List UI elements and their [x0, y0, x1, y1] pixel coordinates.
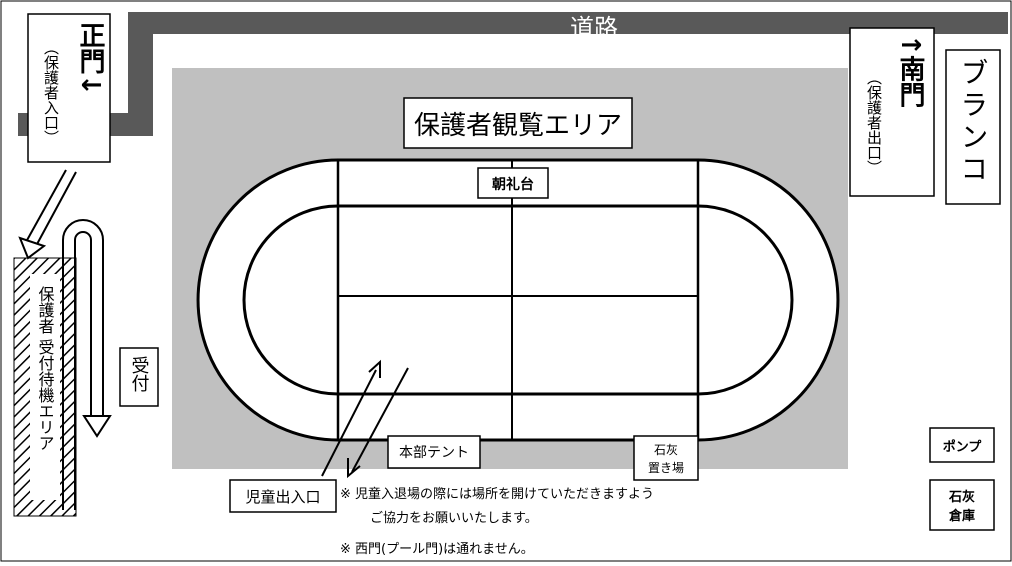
south-gate-title: ↑南門	[895, 34, 925, 108]
lime-shed-box	[929, 479, 995, 531]
lime-shed-label-2: 倉庫	[948, 508, 975, 524]
lime-storage-label-1: 石灰	[654, 443, 678, 457]
main-gate-box	[27, 13, 111, 163]
note-line-3: ※ 西門(プール門)は通れません。	[340, 542, 534, 557]
note-line-2: ご協力をお願いいたします。	[370, 510, 538, 526]
pump-box	[929, 427, 995, 463]
child-entrance-box	[229, 479, 337, 513]
road	[18, 12, 1008, 136]
pump-label: ポンプ	[943, 439, 983, 455]
entry-path-arrow	[18, 169, 77, 260]
reception-u-turn-arrow	[62, 219, 112, 510]
road-label: 道路	[570, 14, 618, 42]
swing-box	[945, 49, 1001, 205]
podium-box	[477, 167, 549, 199]
hq-tent-label: 本部テント	[399, 445, 469, 461]
lime-storage-box	[633, 435, 699, 481]
main-gate-note: （保護者入口）	[42, 40, 60, 145]
viewing-area-label-box	[403, 97, 633, 149]
note-line-1: ※ 児童入退場の際には場所を開けていただきますよう	[340, 486, 654, 502]
child-entrance-label: 児童出入口	[245, 488, 320, 506]
waiting-area-label: 保護者 受付待機エリア	[36, 286, 55, 451]
swing-label: ブランコ	[957, 58, 990, 186]
south-gate-note: （保護者出口）	[865, 70, 883, 175]
waiting-area-label-bg	[30, 274, 60, 500]
hq-tent-box	[387, 435, 481, 469]
reception-box	[119, 347, 159, 407]
running-track-outer	[196, 158, 840, 442]
lime-storage-label-2: 置き場	[648, 461, 684, 475]
viewing-area-label: 保護者観覧エリア	[414, 111, 622, 141]
reception-label: 受付	[129, 356, 150, 393]
lime-shed-label-1: 石灰	[948, 489, 975, 505]
main-gate-title: 正門↓	[75, 22, 105, 96]
child-entrance-arrows	[321, 359, 409, 479]
south-gate-box	[849, 27, 935, 197]
podium-label: 朝礼台	[492, 176, 534, 193]
